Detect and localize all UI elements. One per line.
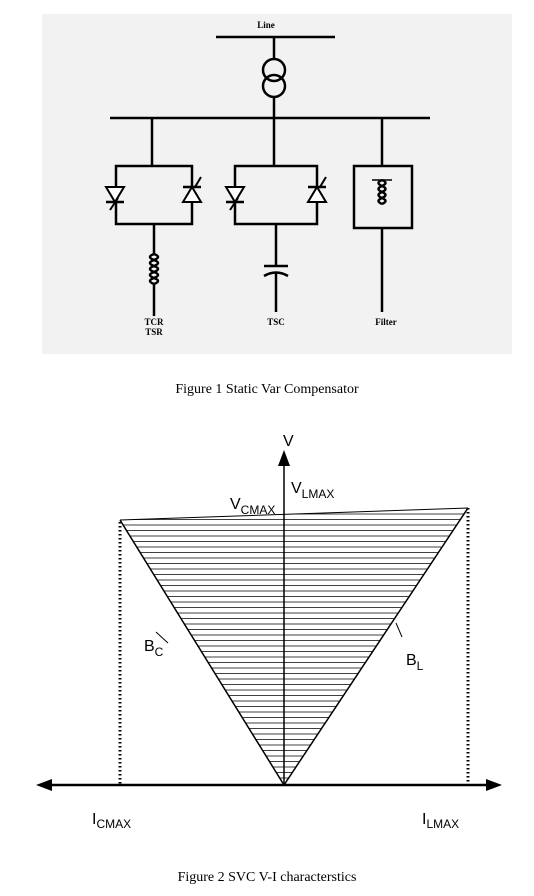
line-label: Line: [257, 20, 275, 30]
filter-branch: [352, 118, 414, 312]
bl-label: BL: [406, 652, 424, 673]
tcr-tsr-branch: [104, 118, 203, 316]
bc-label: BC: [144, 638, 164, 659]
ilmax-label: ILMAX: [422, 811, 459, 831]
thyristor-icon: [306, 176, 328, 203]
tsc-label: TSC: [267, 317, 285, 327]
figure1-caption: Figure 1 Static Var Compensator: [175, 382, 359, 397]
thyristor-icon: [224, 186, 246, 211]
tsc-branch: [224, 118, 328, 312]
svc-circuit-diagram: Line TCR TSR: [42, 14, 512, 354]
figure2-caption: Figure 2 SVC V-I characterstics: [177, 870, 357, 885]
tsr-label: TSR: [145, 327, 163, 337]
vi-boundary: [119, 507, 469, 787]
i-axis-right-arrow-icon: [486, 779, 502, 791]
thyristor-icon: [181, 176, 203, 203]
inductor-icon: [148, 252, 160, 286]
bc-leader-line: [155, 631, 169, 644]
tcr-label: TCR: [144, 317, 164, 327]
thyristor-icon: [104, 186, 126, 211]
v-cmax-label: VCMAX: [230, 496, 275, 517]
i-axis-left-arrow-icon: [36, 779, 52, 791]
bl-leader-line: [395, 622, 403, 638]
v-lmax-label: VLMAX: [291, 480, 334, 501]
v-axis-arrow-icon: [278, 450, 290, 466]
vmax-line: [119, 507, 469, 521]
operating-region-hatch: [120, 513, 468, 784]
icmax-label: ICMAX: [92, 811, 131, 831]
inductor-icon: [372, 178, 392, 206]
capacitor-icon: [263, 264, 289, 278]
v-axis-label: V: [283, 433, 294, 450]
filter-label: Filter: [375, 317, 397, 327]
